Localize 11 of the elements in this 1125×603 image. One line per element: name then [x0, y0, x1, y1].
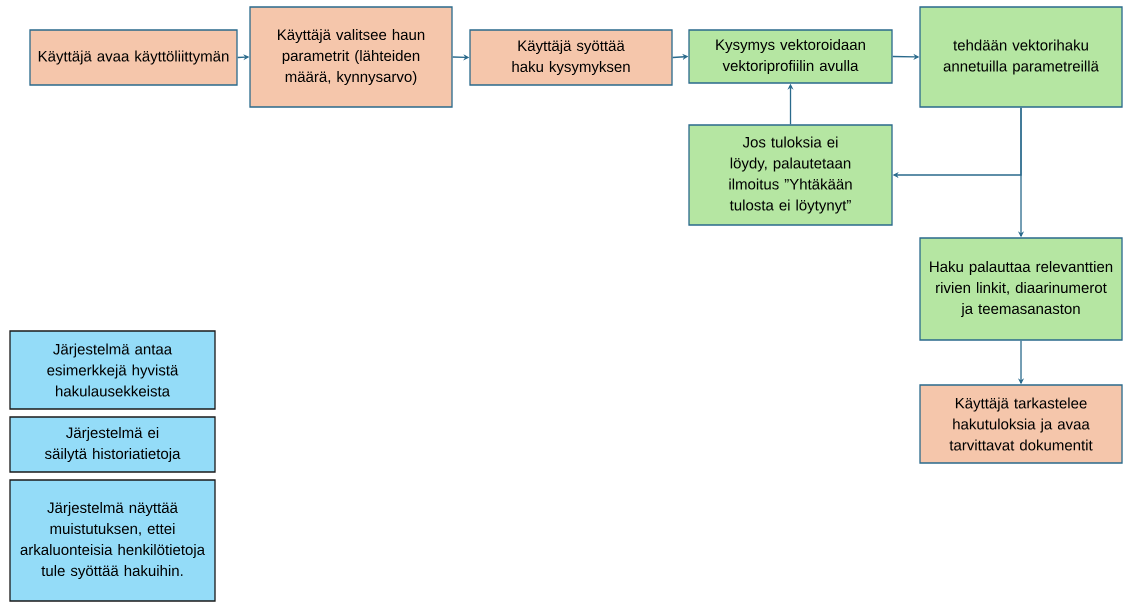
- process-box: Käyttäjä avaa käyttöliittymän: [29, 29, 238, 86]
- process-box: Jos tuloksia ei löydy, palautetaan ilmoitus ”Yhtäkään tulosta ei löytynyt”: [688, 124, 893, 226]
- process-box: Käyttäjä tarkastelee hakutuloksia ja avaa tarvittavat dokumentit: [919, 384, 1123, 464]
- process-box: Kysymys vektoroidaan vektoriprofiilin avulla: [688, 29, 893, 84]
- process-box: Järjestelmä antaa esimerkkejä hyvistä hakulausekkeista: [9, 330, 216, 410]
- process-box: Järjestelmä ei säilytä historiatietoja: [9, 416, 216, 473]
- process-box: Järjestelmä näyttää muistutuksen, ettei arkaluonteisia henkilötietoja tule syöttää hakuihin.: [9, 479, 216, 602]
- process-box: Käyttäjä syöttää haku kysymyksen: [469, 29, 673, 86]
- process-box: Haku palauttaa relevanttien rivien linkit, diaarinumerot ja teemasanaston: [919, 237, 1123, 341]
- process-box: tehdään vektorihaku annetuilla parametreillä: [919, 6, 1123, 108]
- process-box: Käyttäjä valitsee haun parametrit (lähteiden määrä, kynnysarvo): [249, 6, 453, 108]
